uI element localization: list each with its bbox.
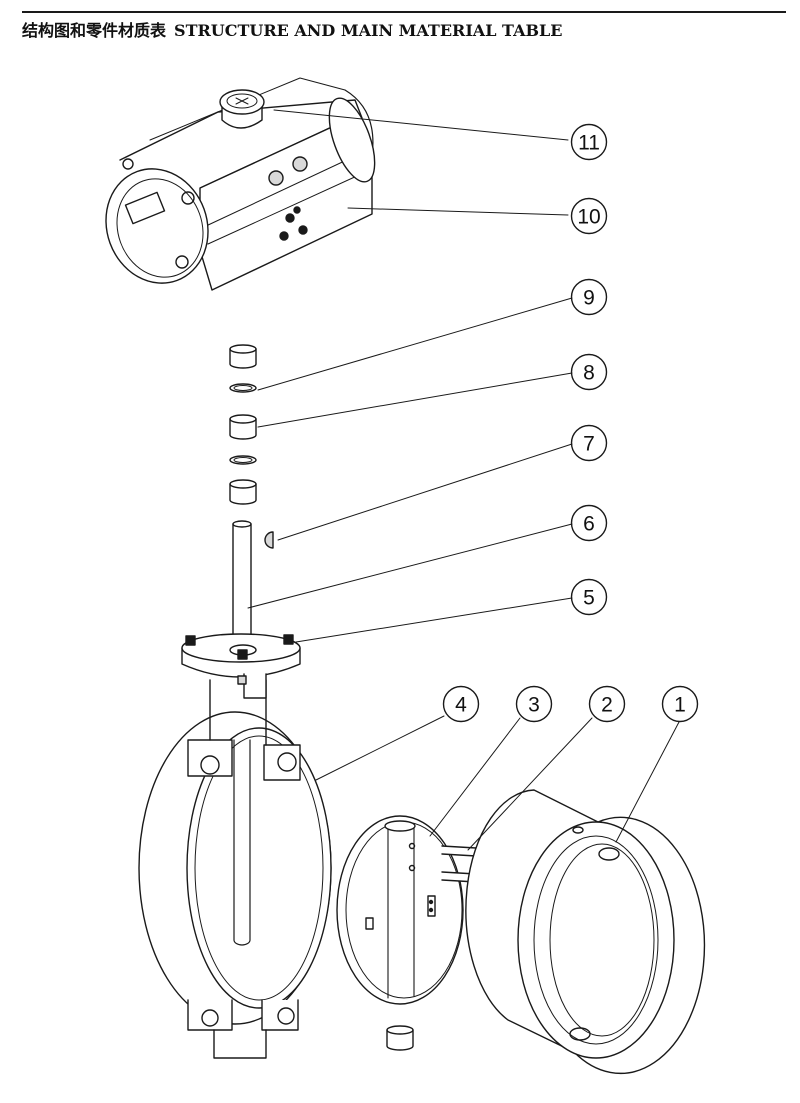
seat-liner [465,789,706,1075]
top-flange [181,633,301,699]
callout-10-circle [570,197,608,235]
leader-lines [247,109,680,851]
callout-5-circle [570,578,608,616]
position-indicator [219,89,265,129]
callout-8-label: 8 [583,362,595,385]
callout-4-label: 4 [455,694,467,717]
callout-7-circle [570,424,608,462]
lower-bushing [229,479,257,505]
middle-bushing [229,414,257,440]
upper-bushing [229,344,257,369]
callout-2-circle [588,685,626,723]
callout-7-label: 7 [583,433,595,456]
callout-1-label: 1 [674,694,686,717]
bottom-plug [386,1025,414,1051]
shaft-key [264,531,274,549]
callout-5-label: 5 [583,587,595,610]
callout-9-circle [570,278,608,316]
callout-11-label: 11 [578,132,600,155]
callout-2-label: 2 [601,694,613,717]
page-title: 结构图和零件材质表 STRUCTURE AND MAIN MATERIAL TAB… [22,17,562,41]
callout-11-circle [570,123,608,161]
title-english: STRUCTURE AND MAIN MATERIAL TABLE [174,21,563,40]
callout-3-label: 3 [528,694,540,717]
callout-9-label: 9 [583,287,595,310]
callout-6-circle [570,504,608,542]
callout-circles [442,123,699,723]
callout-8-circle [570,353,608,391]
callout-3-circle [515,685,553,723]
actuator-body [105,77,376,291]
title-chinese: 结构图和零件材质表 [22,21,167,40]
callout-4-circle [442,685,480,723]
callout-1-circle [661,685,699,723]
o-ring-upper [229,383,257,393]
callout-10-label: 10 [577,206,600,229]
valve-body [138,679,332,1059]
header-rule [22,11,786,13]
valve-stem [232,520,252,651]
callout-6-label: 6 [583,513,595,536]
o-ring-lower [229,455,257,465]
valve-disc [336,815,464,1005]
